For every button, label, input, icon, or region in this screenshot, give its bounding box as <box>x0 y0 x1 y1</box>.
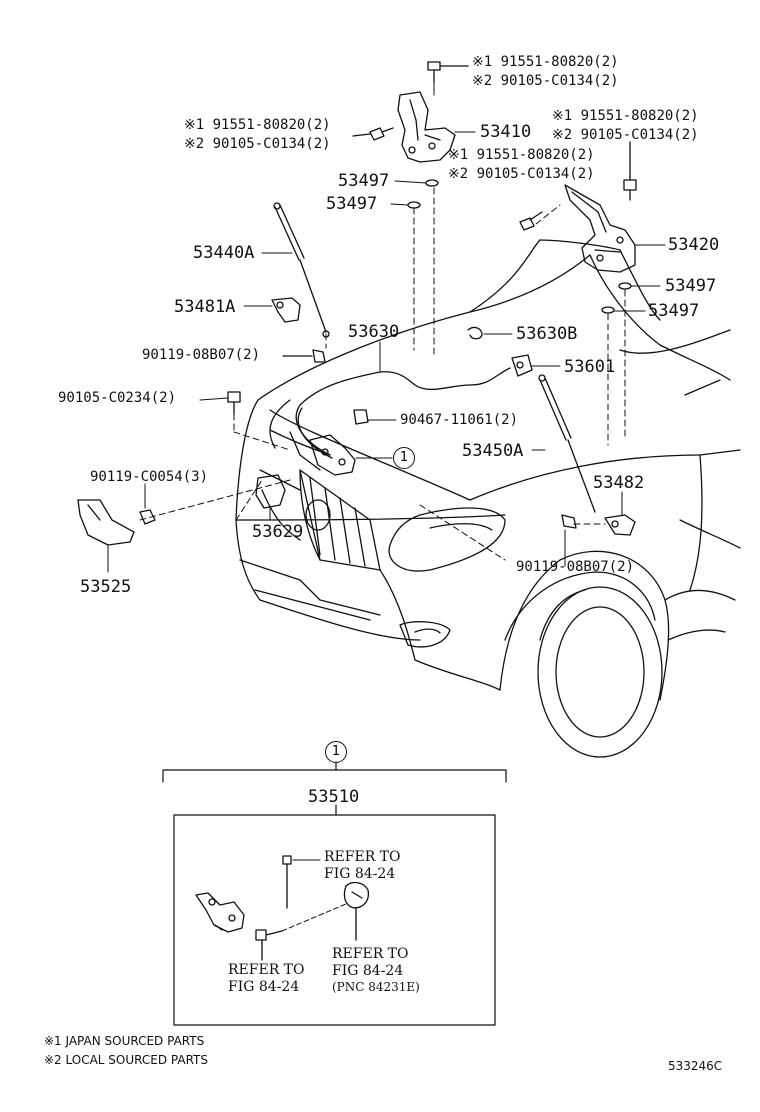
bolt-icons <box>353 62 636 230</box>
bolt-label-left-2: ※2 90105-C0134(2) <box>184 136 331 152</box>
hood-latch-cover-icon <box>78 475 285 545</box>
detail-switch-icon <box>344 883 368 940</box>
release-lever-icon <box>512 355 532 376</box>
hood-strut-left-icon <box>274 203 329 337</box>
part-label-90119-c0054: 90119-C0054(3) <box>90 469 209 485</box>
part-label-53497-c: 53497 <box>665 276 717 296</box>
bolt-label-right-1: ※1 91551-80820(2) <box>552 108 699 124</box>
cable-clip-icon <box>354 410 368 424</box>
bolt-label-left-1: ※1 91551-80820(2) <box>184 117 331 133</box>
detail-leaders <box>282 860 346 931</box>
refer-to-label-b3: (PNC 84231E) <box>332 980 420 994</box>
part-label-90119-08b07-left: 90119-08B07(2) <box>142 347 261 363</box>
detail-box <box>174 815 495 1025</box>
footnote-local-sourced: ※2 LOCAL SOURCED PARTS <box>44 1053 208 1067</box>
part-label-53630: 53630 <box>348 322 400 342</box>
part-label-53420: 53420 <box>668 235 720 255</box>
hood-lock-cable-icon <box>270 368 510 458</box>
refer-to-label-b2: FIG 84-24 <box>332 963 404 979</box>
part-label-90119-08b07-right: 90119-08B07(2) <box>516 559 635 575</box>
part-label-53630b: 53630B <box>516 324 578 344</box>
hood-strut-right-icon <box>539 375 595 512</box>
hood-lock-assembly-icon <box>290 432 355 475</box>
detail-hood-lock-icon <box>196 893 244 932</box>
refer-to-label-b1: REFER TO <box>332 946 409 962</box>
leader-lines <box>108 82 665 572</box>
cable-clamp-icon <box>468 328 482 339</box>
bolt-90119-left-icon <box>283 350 325 362</box>
detail-screw-icon <box>256 930 282 960</box>
bolt-label-mid-1: ※1 91551-80820(2) <box>448 147 595 163</box>
bolt-label-top-1: ※1 91551-80820(2) <box>472 54 619 70</box>
part-label-53481a: 53481A <box>174 297 236 317</box>
callout-circle-1: 1 <box>393 447 415 469</box>
part-label-53629: 53629 <box>252 522 304 542</box>
bolt-label-right-2: ※2 90105-C0134(2) <box>552 127 699 143</box>
part-label-53601: 53601 <box>564 357 616 377</box>
part-label-53440a: 53440A <box>193 243 255 263</box>
strut-bracket-icon <box>272 298 300 322</box>
footnote-japan-sourced: ※1 JAPAN SOURCED PARTS <box>44 1034 205 1048</box>
part-label-53497-b: 53497 <box>326 194 378 214</box>
part-label-53410: 53410 <box>480 122 532 142</box>
figure-code: 533246C <box>668 1059 723 1073</box>
callout-circle-1-detail: 1 <box>325 741 347 763</box>
strut-bracket-right-icon <box>605 515 635 535</box>
part-label-53450a: 53450A <box>462 441 524 461</box>
refer-to-label-c1: REFER TO <box>228 962 305 978</box>
callout-bracket <box>163 762 506 815</box>
part-label-53525: 53525 <box>80 577 132 597</box>
washer-icons <box>408 180 631 313</box>
bolt-label-mid-2: ※2 90105-C0134(2) <box>448 166 595 182</box>
bolt-90105-c0234-icon <box>228 392 240 414</box>
part-label-53497-a: 53497 <box>338 171 390 191</box>
hood-hinge-right-icon <box>565 185 635 272</box>
bolt-90119-right-icon <box>562 515 576 528</box>
part-label-53482: 53482 <box>593 473 645 493</box>
part-label-90105-c0234: 90105-C0234(2) <box>58 390 177 406</box>
dash-lines <box>140 188 625 560</box>
part-label-53497-d: 53497 <box>648 301 700 321</box>
refer-to-label-c2: FIG 84-24 <box>228 979 300 995</box>
part-label-90467-11061: 90467-11061(2) <box>400 412 519 428</box>
bolt-label-top-2: ※2 90105-C0134(2) <box>472 73 619 89</box>
hood-hinge-left-icon <box>398 92 455 162</box>
part-label-53510: 53510 <box>308 787 360 807</box>
detail-wire-tie-icon <box>283 856 291 908</box>
refer-to-label-a1: REFER TO <box>324 849 401 865</box>
refer-to-label-a2: FIG 84-24 <box>324 866 396 882</box>
